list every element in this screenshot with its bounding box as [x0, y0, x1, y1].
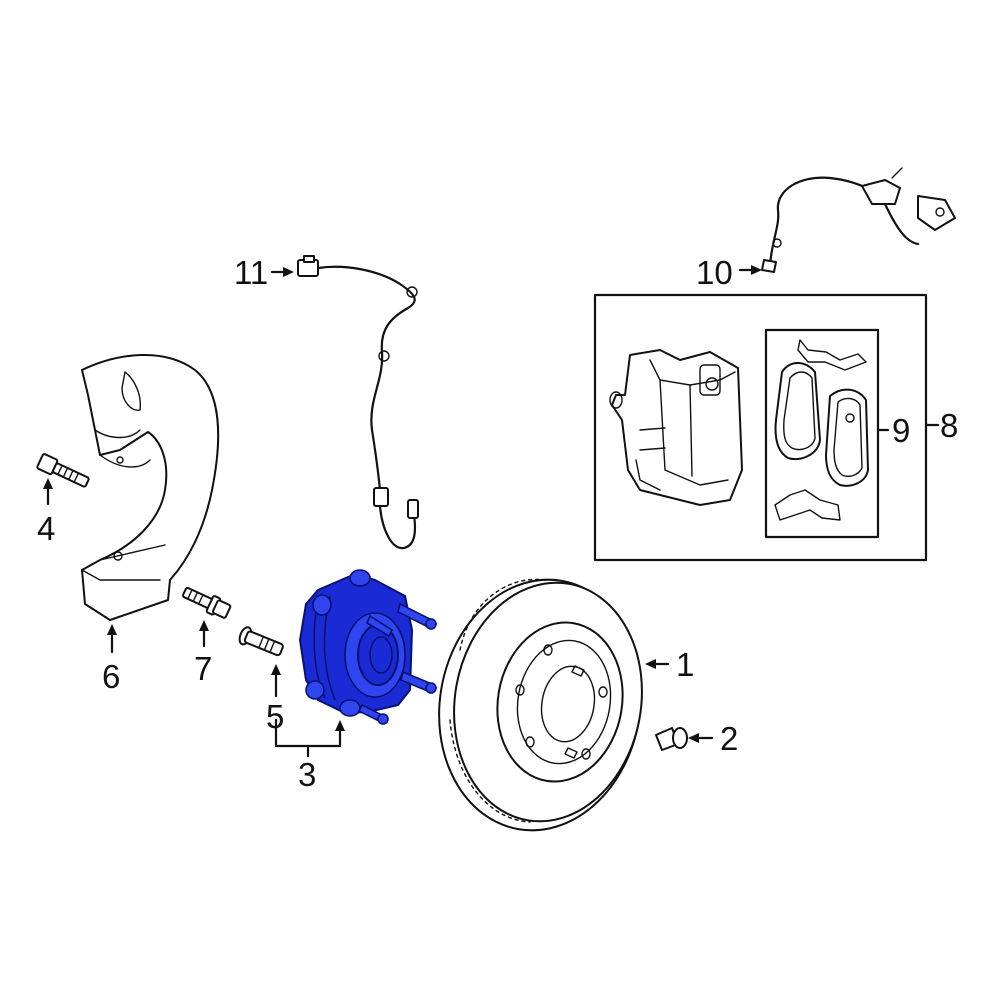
callout-5: 5	[266, 698, 284, 735]
callout-6: 6	[102, 658, 120, 695]
brake-rotor-part[interactable]	[420, 564, 661, 847]
brake-pads-part[interactable]	[774, 339, 869, 521]
hub-assembly-part[interactable]	[299, 569, 437, 725]
splash-shield-part[interactable]	[81, 354, 220, 621]
wheel-stud-part[interactable]	[237, 626, 285, 659]
callout-2: 2	[720, 720, 738, 757]
callout-9: 9	[892, 412, 910, 449]
abs-sensor-wire-part[interactable]	[297, 255, 419, 550]
caliper-part[interactable]	[609, 349, 743, 506]
bolt-4-part[interactable]	[36, 453, 91, 489]
callout-1: 1	[676, 646, 694, 683]
rotor-screw-part[interactable]	[655, 727, 688, 751]
callout-8: 8	[940, 407, 958, 444]
callout-3: 3	[298, 756, 316, 793]
callout-10: 10	[696, 254, 733, 291]
bolt-7-part[interactable]	[181, 584, 232, 621]
leader-lines	[43, 265, 940, 758]
brake-pads-box	[764, 328, 880, 539]
callout-7: 7	[194, 650, 212, 687]
wear-sensor-wire-part[interactable]	[761, 167, 956, 273]
caliper-assembly-box	[593, 293, 928, 562]
callout-11: 11	[234, 254, 268, 291]
callout-labels: 1 2 3 4 5 6 7 8 9 10 11	[37, 254, 958, 793]
callout-4: 4	[37, 510, 55, 547]
